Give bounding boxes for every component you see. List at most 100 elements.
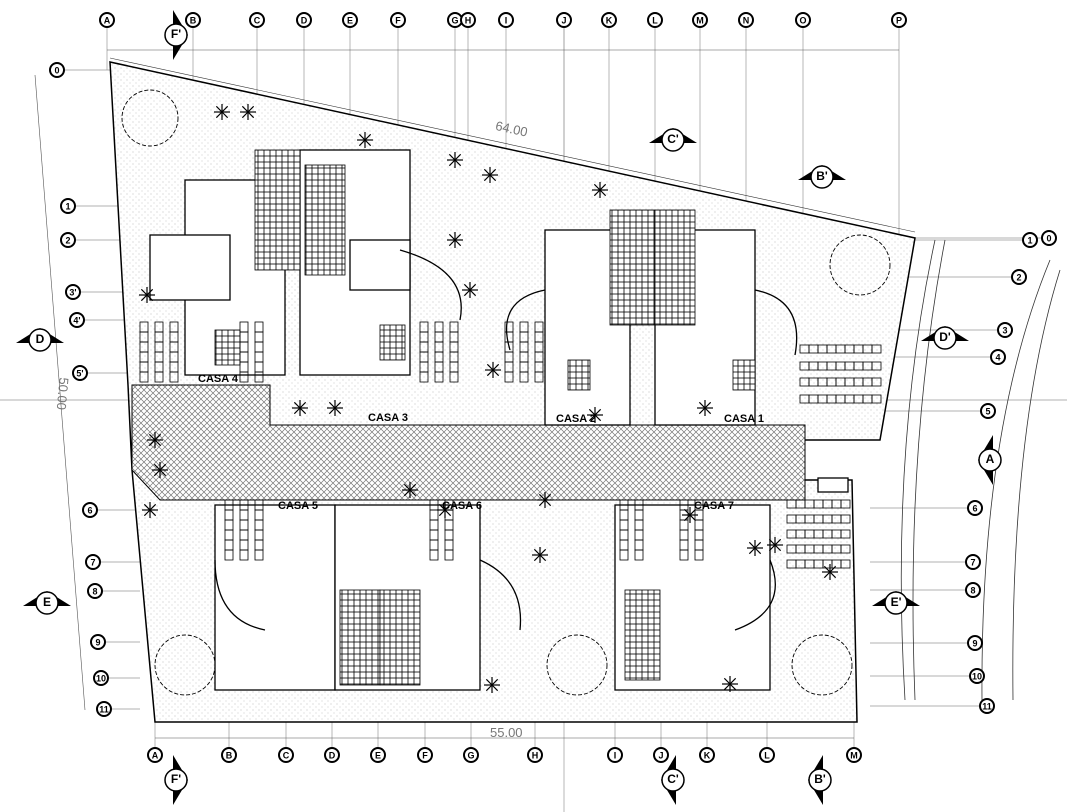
grid-label: G [467,751,474,761]
palm-icon [592,182,608,198]
grid-label: I [505,16,508,26]
tree-icon [791,634,853,696]
palm-icon [142,502,158,518]
label-casa-6: CASA 6 [442,500,482,512]
tree-icon [154,634,216,696]
grid-row-left-5: 5' [72,365,88,381]
grid-label: 5 [985,407,990,417]
parking-stall [871,394,882,404]
grid-column-bottom-J: J [653,747,669,763]
casa-5-block [214,504,336,691]
section-label: F' [171,772,181,786]
grid-row-right-1: 1 [1022,232,1038,248]
grid-label: 10 [972,672,982,682]
parking-stall [169,371,179,383]
grid-column-top-C: C [249,12,265,28]
grid-label: 7 [90,558,95,568]
grid-label: M [696,16,704,26]
grid-label: 5' [76,369,83,379]
label-casa-7: CASA 7 [694,500,734,512]
grid-label: A [152,751,159,761]
palm-icon [402,482,418,498]
grid-label: B [226,751,233,761]
grid-row-left-2: 2 [60,232,76,248]
tree-icon [121,89,179,147]
grid-column-bottom-H: H [527,747,543,763]
section-label: C' [667,132,679,146]
section-label: D [36,332,45,346]
grid-label: E [375,751,381,761]
palm-icon [462,282,478,298]
parking-stall [434,371,444,383]
parking-stall [840,559,851,569]
tree-icon [829,234,891,296]
parking-stall [154,371,164,383]
label-casa-5: CASA 5 [278,500,318,512]
palm-icon [139,287,155,303]
parking-stall [239,371,249,383]
grid-column-bottom-B: B [221,747,237,763]
dimension-left: 50.00 [54,377,72,411]
curved-wall [734,559,776,631]
grid-row-right-4: 4 [990,349,1006,365]
grid-label: J [658,751,663,761]
palm-icon [447,152,463,168]
grid-row-right-8: 8 [965,582,981,598]
section-marker: F' [164,10,188,60]
label-casa-3: CASA 3 [368,412,408,424]
grid-label: 2 [65,236,70,246]
parking-stall [224,549,234,561]
grid-label: H [532,751,539,761]
grid-label: O [799,16,806,26]
palm-icon [485,362,501,378]
grid-label: 9 [972,639,977,649]
palm-icon [240,104,256,120]
grid-label: H [465,16,472,26]
section-marker: C' [661,755,685,805]
grid-column-bottom-D: D [324,747,340,763]
grid-column-top-J: J [556,12,572,28]
section-marker: C' [649,128,697,152]
grid-row-left-1: 1 [60,198,76,214]
grid-row-right-6: 6 [967,500,983,516]
section-label: E' [891,595,902,609]
palm-icon [697,400,713,416]
palm-icon [537,492,553,508]
grid-column-bottom-E: E [370,747,386,763]
grid-row-right-5: 5 [980,403,996,419]
parking-stall [534,371,544,383]
palm-icon [682,507,698,523]
grid-label: L [764,751,770,761]
grid-column-top-M: M [692,12,708,28]
grid-label: M [850,751,858,761]
parking-stall [871,361,882,371]
curved-wall [505,289,546,351]
section-marker: E [23,591,71,615]
grid-label: 6 [972,504,977,514]
grid-column-top-B: B [185,12,201,28]
parking-stall [139,371,149,383]
parking-stall [840,529,851,539]
section-marker: E' [872,591,920,615]
house-labels: CASA 4 CASA 3 CASA 2 CASA 1 CASA 5 CASA … [198,373,764,512]
paved-driveway [131,384,806,501]
palm-icon [822,564,838,580]
grid-label: 11 [982,702,992,712]
parking-stall [519,371,529,383]
label-casa-4: CASA 4 [198,373,239,385]
palm-icon [292,400,308,416]
grid-row-right-2: 2 [1011,269,1027,285]
section-marker: B' [808,755,832,805]
grid-column-top-H: H [460,12,476,28]
section-label: E [43,595,51,609]
grid-column-bottom-L: L [759,747,775,763]
palm-icon [437,502,453,518]
palm-icon [447,232,463,248]
parking-stall [419,371,429,383]
grid-label: 4' [73,316,80,326]
grid-column-bottom-I: I [607,747,623,763]
grid-row-left-10: 10 [93,670,109,686]
label-casa-1: CASA 1 [724,413,764,425]
palm-trees [139,104,838,693]
